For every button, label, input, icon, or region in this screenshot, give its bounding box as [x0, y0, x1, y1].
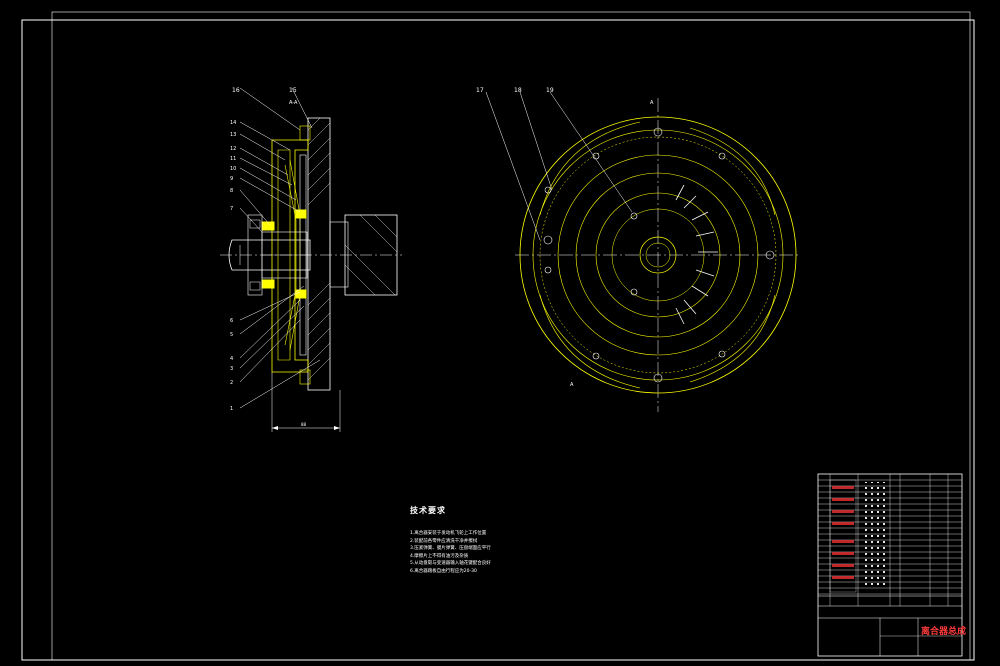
callout-10: 10 — [230, 166, 236, 172]
bill-of-materials-table — [817, 473, 963, 657]
callout-9: 9 — [230, 176, 233, 182]
tech-req-item: 1.离合器安装于发动机飞轮上工作位置 — [410, 531, 487, 536]
tech-req-item: 5.从动盘毂与变速器输入轴花键配合良好 — [410, 561, 491, 567]
callout-13: 13 — [230, 132, 236, 138]
callout-7: 7 — [230, 206, 233, 212]
callout-1: 1 — [230, 406, 233, 412]
callout-18: 18 — [514, 87, 522, 94]
callout-12: 12 — [230, 146, 236, 152]
tech-req-item: 3.压紧弹簧、膜片弹簧、压盘端面应平行 — [410, 546, 491, 552]
callout-17: 17 — [476, 87, 484, 94]
callout-8: 8 — [230, 188, 233, 194]
section-label: A-A — [289, 100, 298, 106]
clutch-section-icon — [220, 87, 402, 432]
technical-requirements: 技术要求 1.离合器安装于发动机飞轮上工作位置 2.装配前各零件应清洗干净并擦拭… — [410, 505, 491, 576]
callout-3: 3 — [230, 366, 233, 372]
section-mark-top: A — [650, 100, 654, 106]
callout-2: 2 — [230, 380, 233, 386]
tech-req-list: 1.离合器安装于发动机飞轮上工作位置 2.装配前各零件应清洗干净并擦拭 3.压紧… — [410, 530, 491, 576]
callout-5: 5 — [230, 332, 233, 338]
title-block-stamp: 离合器总成 — [921, 627, 967, 637]
callout-11: 11 — [230, 156, 236, 162]
dimension-label: 88 — [301, 422, 307, 427]
clutch-front-view-icon — [485, 91, 800, 412]
callout-19: 19 — [546, 87, 554, 94]
tech-req-item: 2.装配前各零件应清洗干净并擦拭 — [410, 538, 478, 544]
callout-15: 15 — [289, 87, 297, 94]
tech-req-item: 6.离合器踏板自由行程应为20-30 — [410, 568, 477, 574]
tech-req-title: 技术要求 — [410, 506, 446, 515]
callout-16: 16 — [232, 87, 240, 94]
section-mark-bottom: A — [570, 382, 574, 388]
callout-6: 6 — [230, 318, 233, 324]
callout-4: 4 — [230, 356, 233, 362]
callout-14: 14 — [230, 120, 236, 126]
tech-req-item: 4.摩擦片上不得有油污及杂质 — [410, 553, 469, 559]
inner-frame — [51, 11, 971, 661]
